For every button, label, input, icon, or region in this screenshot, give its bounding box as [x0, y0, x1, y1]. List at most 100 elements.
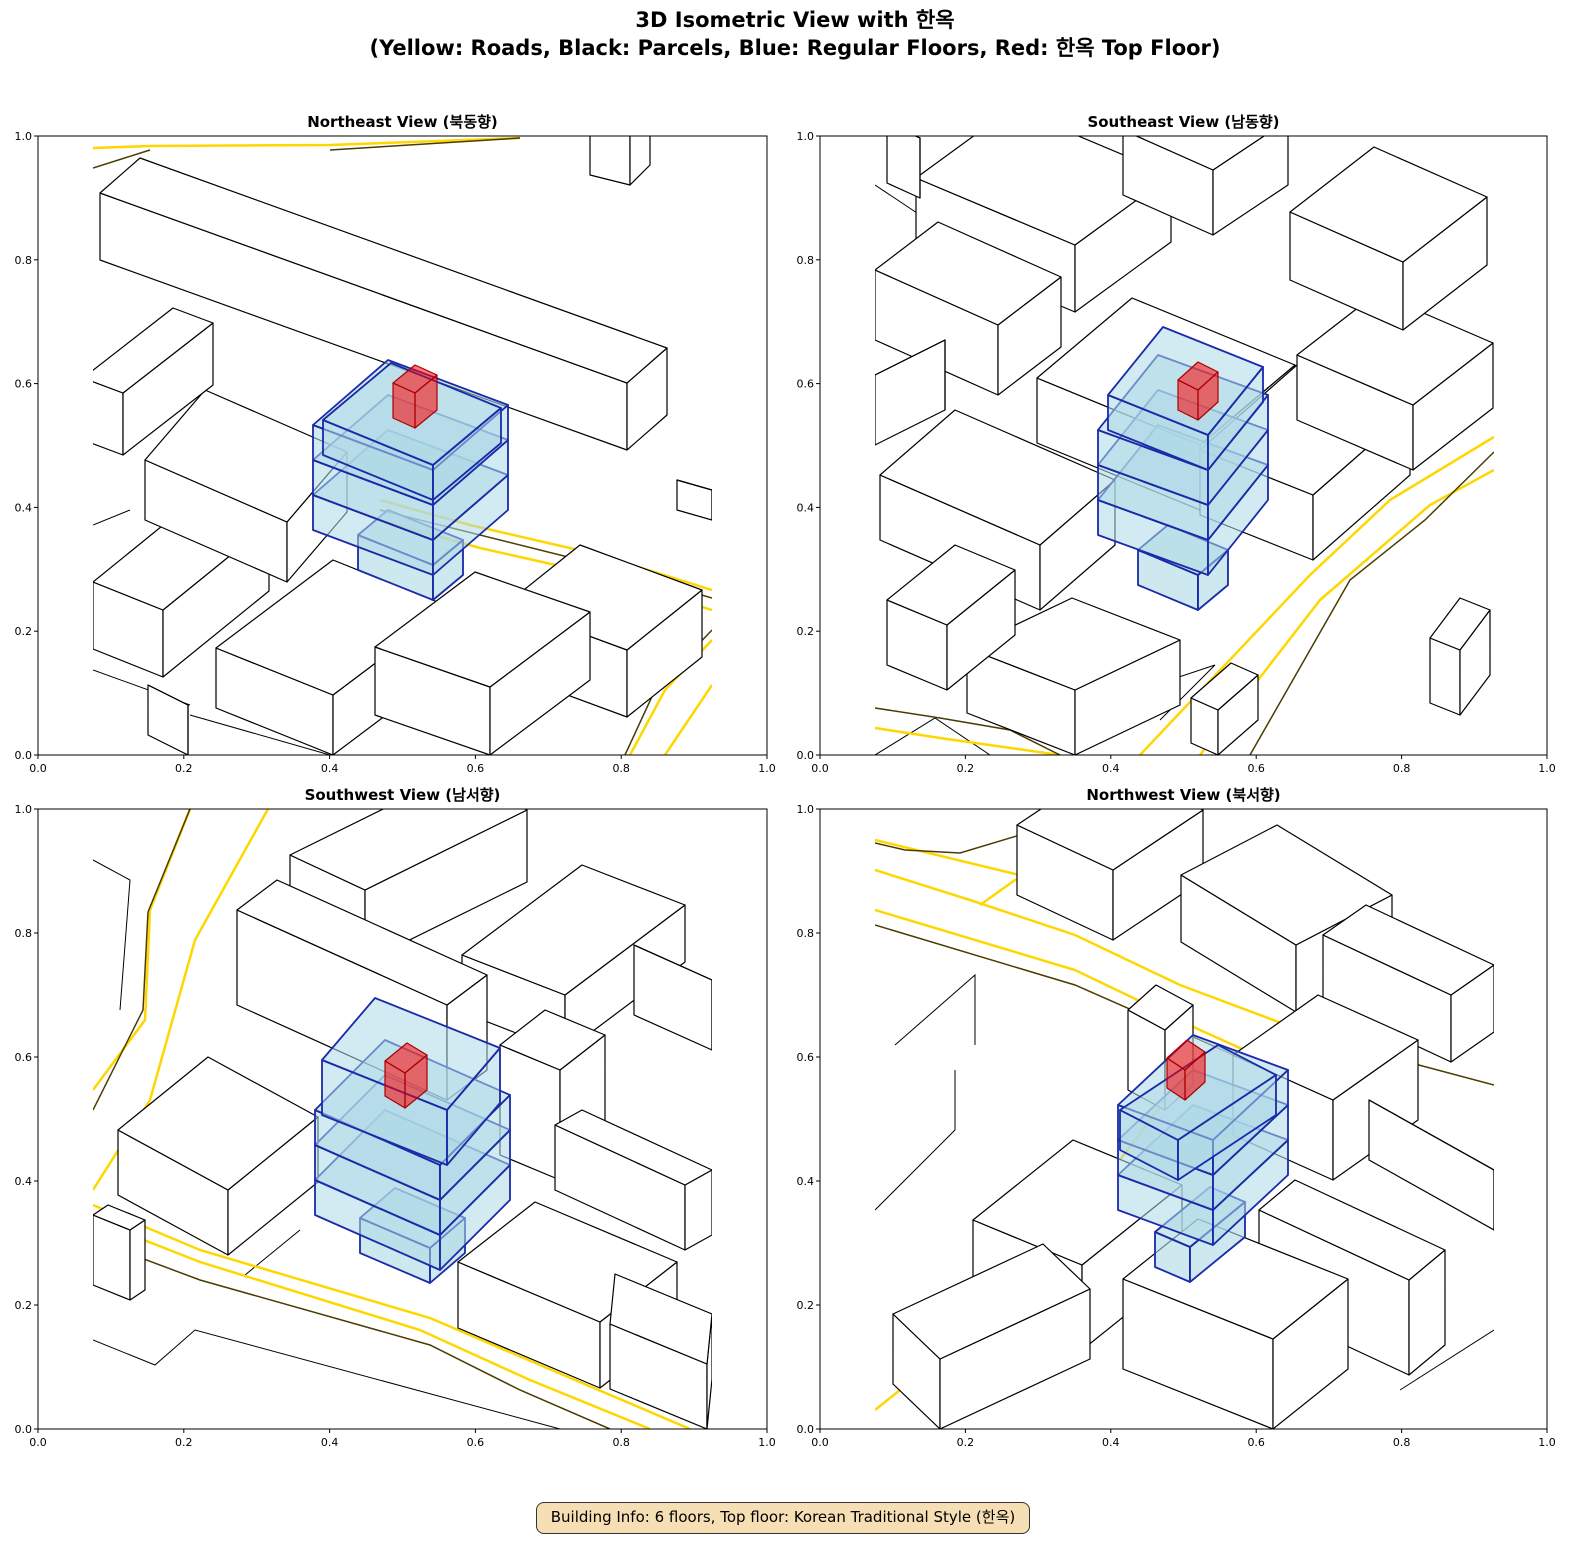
x-tick-label: 0.6	[467, 1436, 485, 1449]
top-face	[461, 864, 686, 996]
parcel-building	[554, 1109, 712, 1251]
top-face	[384, 1042, 428, 1074]
right-face	[1450, 964, 1494, 1063]
parcel-building	[1190, 662, 1259, 755]
parcel-building	[1016, 809, 1204, 941]
regular-floor	[1119, 1044, 1277, 1181]
hanok-top-floor	[1166, 1039, 1206, 1101]
x-tick-label: 0.4	[1102, 1436, 1120, 1449]
parcel-building	[875, 339, 946, 446]
top-face	[1190, 662, 1259, 711]
scene	[875, 136, 1494, 755]
parcel-building	[374, 571, 591, 755]
road-line	[93, 1203, 691, 1429]
axes-frame	[37, 135, 768, 756]
parcel-line	[93, 1329, 561, 1429]
y-tick-label: 0.0	[797, 749, 815, 762]
top-face	[966, 597, 1181, 691]
right-face	[684, 1169, 712, 1251]
top-face	[1135, 136, 1266, 171]
top-face	[1289, 146, 1488, 263]
top-face	[609, 1273, 712, 1365]
subplot-title: Northeast View (북동향)	[307, 113, 498, 131]
y-tick-label: 1.0	[797, 130, 815, 143]
x-tick-label: 0.8	[612, 1436, 630, 1449]
parcel-line	[189, 714, 331, 755]
y-tick-label: 0.8	[15, 254, 33, 267]
top-face	[1119, 1044, 1277, 1141]
road-line	[93, 136, 521, 150]
parcel-building	[609, 1273, 712, 1429]
parcel-building	[892, 1243, 1091, 1429]
top-face	[99, 157, 668, 384]
y-tick-label: 0.8	[797, 927, 815, 940]
x-tick-label: 1.0	[1538, 762, 1556, 775]
x-tick-label: 0.6	[467, 762, 485, 775]
figure-title-line2: (Yellow: Roads, Black: Parcels, Blue: Re…	[369, 36, 1220, 60]
top-face	[499, 1009, 606, 1071]
scene	[875, 809, 1494, 1429]
top-face	[1322, 904, 1494, 996]
y-tick-label: 0.0	[15, 1423, 33, 1436]
parcel-building	[1296, 292, 1494, 471]
parcel-line	[875, 1070, 956, 1211]
x-tick-label: 1.0	[758, 1436, 776, 1449]
x-tick-label: 0.0	[811, 1436, 829, 1449]
y-tick-label: 0.2	[797, 625, 815, 638]
scene	[93, 809, 712, 1429]
parcel-building	[1122, 136, 1289, 236]
y-tick-label: 0.2	[15, 1299, 33, 1312]
right-face	[1212, 136, 1289, 236]
y-tick-label: 0.2	[15, 625, 33, 638]
x-tick-label: 1.0	[1538, 1436, 1556, 1449]
parcel-building	[676, 479, 712, 521]
top-face	[392, 364, 438, 394]
y-tick-label: 0.6	[15, 378, 33, 391]
subplot-title: Northwest View (북서향)	[1086, 786, 1280, 804]
top-face	[236, 879, 488, 1006]
top-face	[374, 571, 591, 688]
top-face	[892, 1243, 1091, 1360]
axes-frame	[819, 135, 1548, 756]
parcel-building	[93, 1204, 146, 1301]
hanok-top-floor	[1177, 361, 1219, 421]
y-tick-label: 0.6	[15, 1051, 33, 1064]
x-tick-label: 0.4	[1102, 762, 1120, 775]
x-tick-label: 0.2	[175, 762, 193, 775]
top-face	[1166, 1039, 1206, 1071]
road-line	[1139, 435, 1494, 755]
road-edge-line	[329, 137, 521, 151]
road-line	[875, 838, 1041, 882]
x-tick-label: 0.4	[321, 1436, 339, 1449]
subplot-title: Southeast View (남동향)	[1087, 113, 1279, 131]
parcel-building	[99, 157, 668, 451]
left-face	[1429, 637, 1461, 716]
top-face	[886, 544, 1016, 626]
parcel-building	[633, 944, 712, 1051]
road-line	[1199, 468, 1494, 755]
top-face	[875, 221, 1062, 326]
y-tick-label: 0.6	[797, 1051, 815, 1064]
top-face	[93, 307, 214, 394]
x-tick-label: 0.0	[811, 762, 829, 775]
x-tick-label: 0.2	[957, 762, 975, 775]
y-tick-label: 1.0	[797, 803, 815, 816]
top-face	[147, 684, 189, 706]
top-face	[1258, 1179, 1446, 1281]
top-face	[1016, 809, 1204, 871]
right-face	[629, 136, 651, 186]
x-tick-label: 0.6	[1247, 1436, 1265, 1449]
y-tick-label: 0.0	[15, 749, 33, 762]
y-tick-label: 0.4	[797, 501, 815, 514]
parcel-line	[93, 509, 131, 526]
scene	[93, 136, 712, 755]
top-face	[554, 1109, 712, 1186]
x-tick-label: 0.2	[957, 1436, 975, 1449]
parcel-building	[1368, 1099, 1494, 1231]
road-line	[875, 1389, 901, 1411]
parcel-line	[93, 859, 131, 1011]
top-face	[93, 1204, 146, 1231]
y-tick-label: 0.2	[797, 1299, 815, 1312]
top-face	[875, 339, 946, 376]
